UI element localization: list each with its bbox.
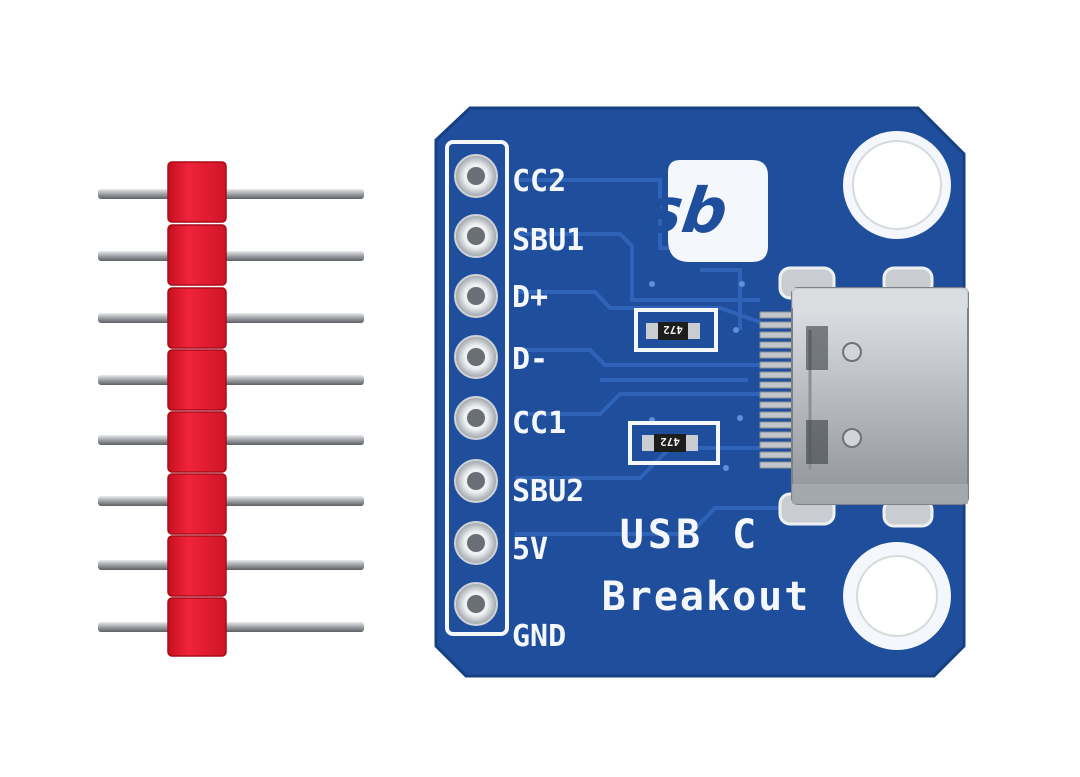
header-pin xyxy=(98,313,364,323)
mounting-hole-bottom xyxy=(843,542,951,650)
sb-logo: sb xyxy=(641,160,768,262)
pad xyxy=(454,335,498,379)
pin-column-outline xyxy=(445,140,509,636)
pin-label-dplus: D+ xyxy=(512,280,548,315)
pad xyxy=(454,154,498,198)
board-title-line2: Breakout xyxy=(602,574,811,620)
header-pin xyxy=(98,622,364,632)
pin-label-dminus: D- xyxy=(512,342,548,377)
board-title-line1: USB C xyxy=(620,512,760,558)
breakout-board: CC2 SBU1 D+ D- CC1 SBU2 5V GND sb 472 xyxy=(434,106,969,678)
pin-label-cc2: CC2 xyxy=(512,164,566,199)
usb-c-connector xyxy=(759,266,969,528)
resistor-r1-code: 472 xyxy=(663,323,683,336)
pin-label-cc1: CC1 xyxy=(512,406,566,441)
resistor-r2: 472 xyxy=(628,421,720,465)
mounting-hole-top xyxy=(843,131,951,239)
pin-label-sbu1: SBU1 xyxy=(512,223,584,258)
through-hole-pads xyxy=(454,154,498,626)
logo-text: sb xyxy=(641,174,732,247)
pad xyxy=(454,396,498,440)
header-pin xyxy=(98,189,364,199)
header-plastic xyxy=(167,161,227,657)
pin-labels: CC2 SBU1 D+ D- CC1 SBU2 5V GND xyxy=(512,164,584,654)
header-pin xyxy=(98,435,364,445)
pin-label-sbu2: SBU2 xyxy=(512,474,584,509)
header-pins xyxy=(98,189,364,632)
header-pin xyxy=(98,496,364,506)
pin-label-5v: 5V xyxy=(512,532,548,567)
pin-header xyxy=(98,161,364,657)
pad xyxy=(454,582,498,626)
resistor-r1: 472 xyxy=(634,308,718,352)
pad xyxy=(454,274,498,318)
traces xyxy=(515,178,780,536)
header-pin xyxy=(98,560,364,570)
pad xyxy=(454,459,498,503)
header-pin xyxy=(98,251,364,261)
pad xyxy=(454,521,498,565)
pin-label-gnd: GND xyxy=(512,619,566,654)
vias xyxy=(649,281,745,471)
resistor-r2-code: 472 xyxy=(660,435,680,448)
connector-shell xyxy=(791,287,969,505)
header-pin xyxy=(98,375,364,385)
pad xyxy=(454,214,498,258)
